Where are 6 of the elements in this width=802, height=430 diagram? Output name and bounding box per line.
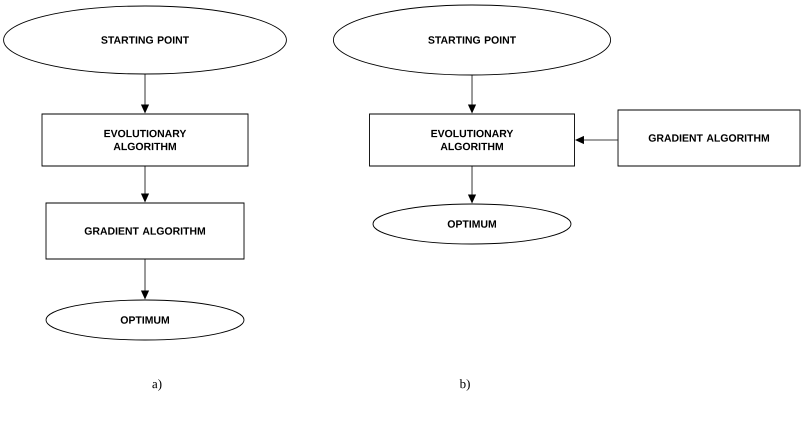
panel-label: a) <box>152 379 162 391</box>
process-box: GRADIENT ALGORITHM <box>618 110 800 166</box>
process-box: GRADIENT ALGORITHM <box>46 202 244 260</box>
process-box: EVOLUTIONARY ALGORITHM <box>42 114 248 166</box>
process-box: EVOLUTIONARY ALGORITHM <box>369 114 575 166</box>
panel-label: b) <box>460 379 470 391</box>
